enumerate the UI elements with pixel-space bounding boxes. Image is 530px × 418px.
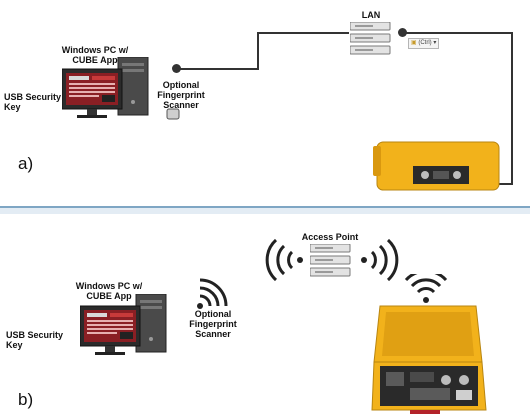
- wifi-scanner-icon: [197, 278, 228, 309]
- wire-lan-to-case-top: [405, 32, 513, 34]
- usb-key-label: USB Security Key: [4, 92, 62, 112]
- wire-pc-to-lan-horizontal: [178, 68, 258, 70]
- panel-separator: [0, 208, 530, 214]
- lan-switch-icon: [350, 22, 391, 55]
- wifi-right-icon: [361, 238, 399, 282]
- windows-pc-icon: [62, 57, 149, 119]
- access-point-icon: [310, 244, 351, 277]
- fingerprint-scanner-icon: [166, 108, 180, 120]
- clipboard-icon: ▣: [411, 40, 417, 46]
- pc-label: Windows PC w/ CUBE App: [61, 45, 129, 65]
- wifi-left-icon: [265, 238, 303, 282]
- paste-options-control[interactable]: ▣ (Ctrl) ▾: [408, 38, 440, 49]
- connector-dot-pc: [172, 64, 181, 73]
- windows-pc-icon: [80, 294, 167, 356]
- panel-a-lan-setup: LAN ▣ (Ctrl) ▾ Windows PC w/ CUBE App US…: [0, 0, 530, 208]
- cube-device-open-case: [371, 305, 487, 414]
- panel-a-letter: a): [18, 154, 34, 173]
- scanner-label: Optional Fingerprint Scanner: [157, 80, 205, 110]
- connector-dot-lan: [398, 28, 407, 37]
- usb-key-label: USB Security Key: [6, 330, 64, 350]
- wire-lan-to-case-vertical: [511, 32, 513, 185]
- wire-pc-to-lan-top: [257, 32, 349, 34]
- cube-device-case: [373, 141, 500, 191]
- panel-b-letter: b): [18, 390, 34, 409]
- scanner-label: Optional Fingerprint Scanner: [189, 309, 237, 339]
- panel-b-wireless-setup: Access Point Windows PC w/ CUBE App USB …: [0, 214, 530, 418]
- pc-label: Windows PC w/ CUBE App: [75, 281, 143, 301]
- access-point-label: Access Point: [301, 232, 359, 242]
- paste-options-text: (Ctrl) ▾: [418, 40, 437, 46]
- lan-label: LAN: [361, 10, 381, 20]
- wire-pc-to-lan-vertical: [257, 32, 259, 70]
- wifi-case-icon: [404, 274, 448, 303]
